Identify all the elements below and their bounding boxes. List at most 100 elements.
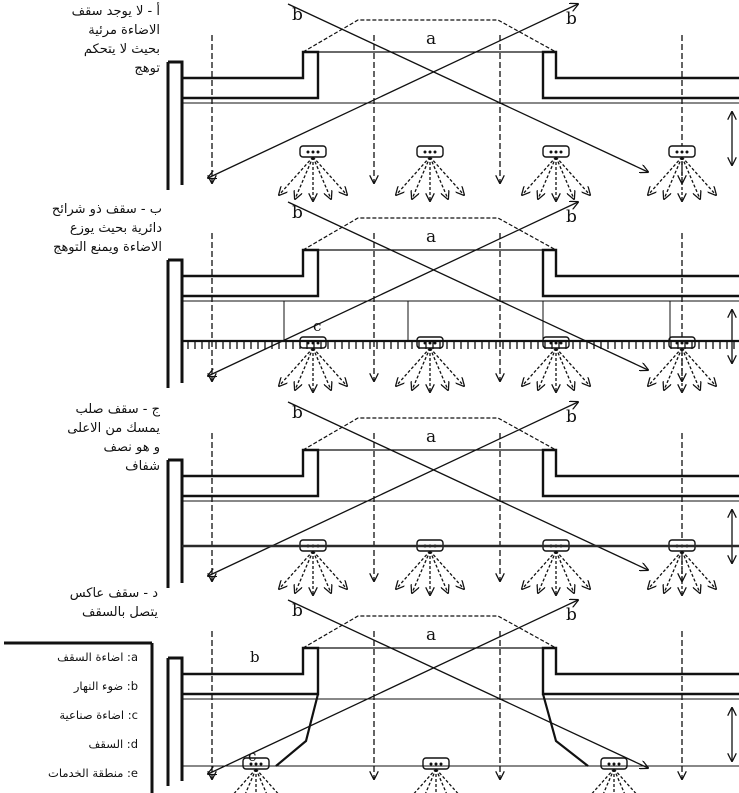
light-ray <box>279 347 314 386</box>
light-ray <box>396 347 431 386</box>
daylight-ray <box>208 202 578 376</box>
label-b: b <box>292 601 303 621</box>
light-ray <box>396 156 431 195</box>
roof-slab-left <box>182 448 320 498</box>
light-ray <box>412 156 431 199</box>
light-ray <box>233 768 257 793</box>
light-ray <box>555 550 590 589</box>
light-ray <box>664 550 683 593</box>
light-ray <box>522 550 557 589</box>
light-ray <box>664 347 683 390</box>
light-ray <box>555 347 590 386</box>
caption-d: د - سقف عاكس يتصل بالسقف <box>69 586 158 620</box>
panel-reflective-ceiling: a b b b c <box>166 599 739 793</box>
light-ray <box>555 156 574 199</box>
light-ray <box>648 550 683 589</box>
luminaire <box>648 145 716 201</box>
light-ray <box>681 347 716 386</box>
label-b: b <box>566 407 577 427</box>
wall <box>168 458 184 583</box>
light-ray <box>413 768 437 793</box>
light-ray <box>538 550 557 593</box>
legend-item-e: e: منطقة الخدمات <box>48 766 138 780</box>
label-a: a <box>426 625 436 645</box>
light-ray <box>312 156 347 195</box>
light-ray <box>603 768 615 793</box>
label-b: b <box>292 403 303 423</box>
luminaire <box>279 539 347 595</box>
luminaire <box>279 145 347 201</box>
light-ray <box>412 550 431 593</box>
light-ray <box>295 347 314 390</box>
reflector-right <box>541 693 589 767</box>
light-ray <box>295 550 314 593</box>
light-ray <box>255 768 267 793</box>
label-b: b <box>250 648 260 666</box>
roof-slab-left <box>182 50 320 100</box>
light-ray <box>312 550 331 593</box>
light-ray <box>396 550 431 589</box>
luminaire <box>522 539 590 595</box>
light-ray <box>648 347 683 386</box>
label-c: c <box>248 747 256 765</box>
light-ray <box>279 550 314 589</box>
luminaire <box>413 757 459 793</box>
legend-frame <box>4 641 154 793</box>
legend-item-a: a: اضاءة السقف <box>57 650 138 664</box>
reflector-left <box>275 693 320 767</box>
light-ray <box>255 768 279 793</box>
light-ray <box>429 347 464 386</box>
light-ray <box>279 156 314 195</box>
light-ray <box>664 156 683 199</box>
panel-solid-ceiling: a b b <box>166 402 739 595</box>
light-ray <box>648 156 683 195</box>
luminaire <box>279 336 347 392</box>
daylight-ray <box>208 4 578 178</box>
wall <box>168 258 184 383</box>
light-ray <box>429 156 448 199</box>
light-ray <box>538 347 557 390</box>
light-ray <box>681 550 716 589</box>
light-ray <box>312 156 331 199</box>
daylight-ray <box>287 3 648 172</box>
light-ray <box>429 347 448 390</box>
light-ray <box>425 768 437 793</box>
wall <box>168 60 184 185</box>
light-ray <box>435 768 447 793</box>
luminaire <box>648 539 716 595</box>
legend-item-b: b: ضوء النهار <box>73 679 138 693</box>
caption-a: أ - لا يوجد سقف الاضاءة مرئية بحيث لا يت… <box>71 4 160 76</box>
label-b: b <box>566 605 577 625</box>
light-ray <box>429 550 448 593</box>
daylight-ray <box>287 599 648 768</box>
label-a: a <box>426 227 436 247</box>
caption-c: ج - سقف صلب يمسك من الاعلى و هو نصف شفاف <box>67 402 160 474</box>
light-ray <box>412 347 431 390</box>
light-ray <box>522 156 557 195</box>
light-ray <box>295 156 314 199</box>
label-a: a <box>426 427 436 447</box>
luminaire <box>522 145 590 201</box>
luminaire <box>396 145 464 201</box>
label-b: b <box>566 9 577 29</box>
light-ray <box>555 347 574 390</box>
luminaire <box>396 539 464 595</box>
panel-no-ceiling: a b b <box>166 3 739 201</box>
light-ray <box>555 156 590 195</box>
light-ray <box>429 550 464 589</box>
luminaire <box>396 336 464 392</box>
light-ray <box>245 768 257 793</box>
light-ray <box>613 768 637 793</box>
label-c: c <box>313 317 321 335</box>
light-ray <box>312 550 347 589</box>
label-a: a <box>426 29 436 49</box>
roof-slab-right <box>541 448 739 498</box>
roof-slab-right <box>541 248 739 298</box>
wall <box>168 656 184 781</box>
light-ray <box>681 550 700 593</box>
label-b: b <box>292 5 303 25</box>
luminaire <box>648 336 716 392</box>
light-ray <box>681 156 716 195</box>
